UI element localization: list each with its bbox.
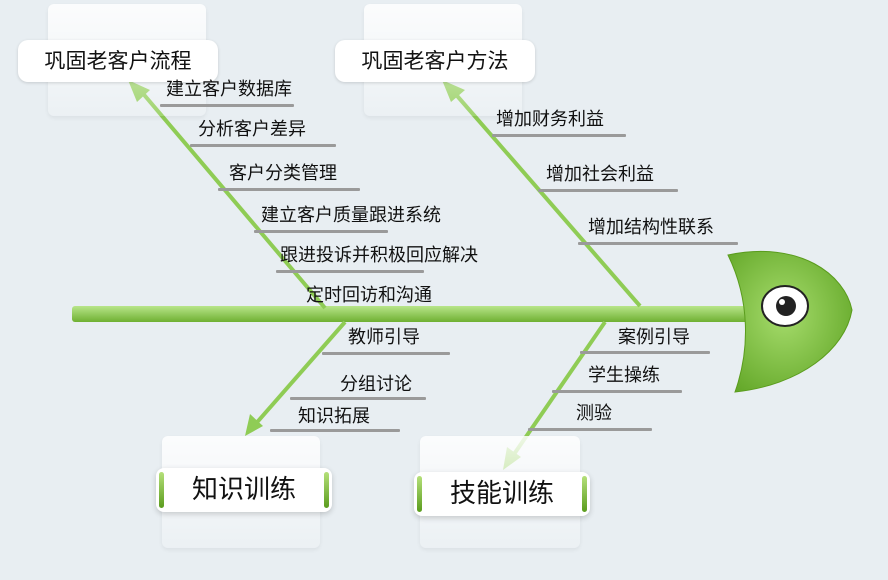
item-underline: [218, 188, 360, 191]
item-underline: [528, 428, 652, 431]
item-underline: [190, 144, 336, 147]
cause-item: 增加社会利益: [544, 163, 656, 187]
cause-item: 定时回访和沟通: [304, 284, 434, 308]
item-underline: [580, 351, 710, 354]
cause-item: 测验: [574, 402, 614, 426]
cause-item: 案例引导: [616, 326, 692, 350]
item-underline: [492, 134, 626, 137]
item-underline: [160, 104, 294, 107]
category-bottom-left: 知识训练: [156, 468, 332, 512]
cause-item: 教师引导: [346, 326, 422, 350]
item-underline: [578, 242, 738, 245]
item-underline: [322, 352, 450, 355]
cause-item: 建立客户质量跟进系统: [259, 204, 443, 228]
cause-item: 跟进投诉并积极回应解决: [278, 244, 480, 268]
spine: [72, 306, 752, 322]
category-bottom-right: 技能训练: [414, 472, 590, 516]
eye-highlight: [779, 299, 785, 305]
category-top-left: 巩固老客户流程: [18, 40, 218, 82]
item-underline: [270, 429, 400, 432]
fish-pupil: [776, 296, 796, 316]
cause-item: 分析客户差异: [196, 118, 308, 142]
cause-item: 知识拓展: [296, 405, 372, 429]
item-underline: [290, 397, 426, 400]
cause-item: 增加财务利益: [494, 108, 606, 132]
cause-item: 建立客户数据库: [164, 78, 294, 102]
item-underline: [552, 390, 682, 393]
cause-item: 分组讨论: [338, 373, 414, 397]
item-underline: [538, 189, 678, 192]
cause-item: 客户分类管理: [227, 162, 339, 186]
cause-item: 增加结构性联系: [586, 216, 716, 240]
category-top-right: 巩固老客户方法: [335, 40, 535, 82]
item-underline: [276, 270, 424, 273]
item-underline: [254, 230, 388, 233]
cause-item: 学生操练: [586, 364, 662, 388]
